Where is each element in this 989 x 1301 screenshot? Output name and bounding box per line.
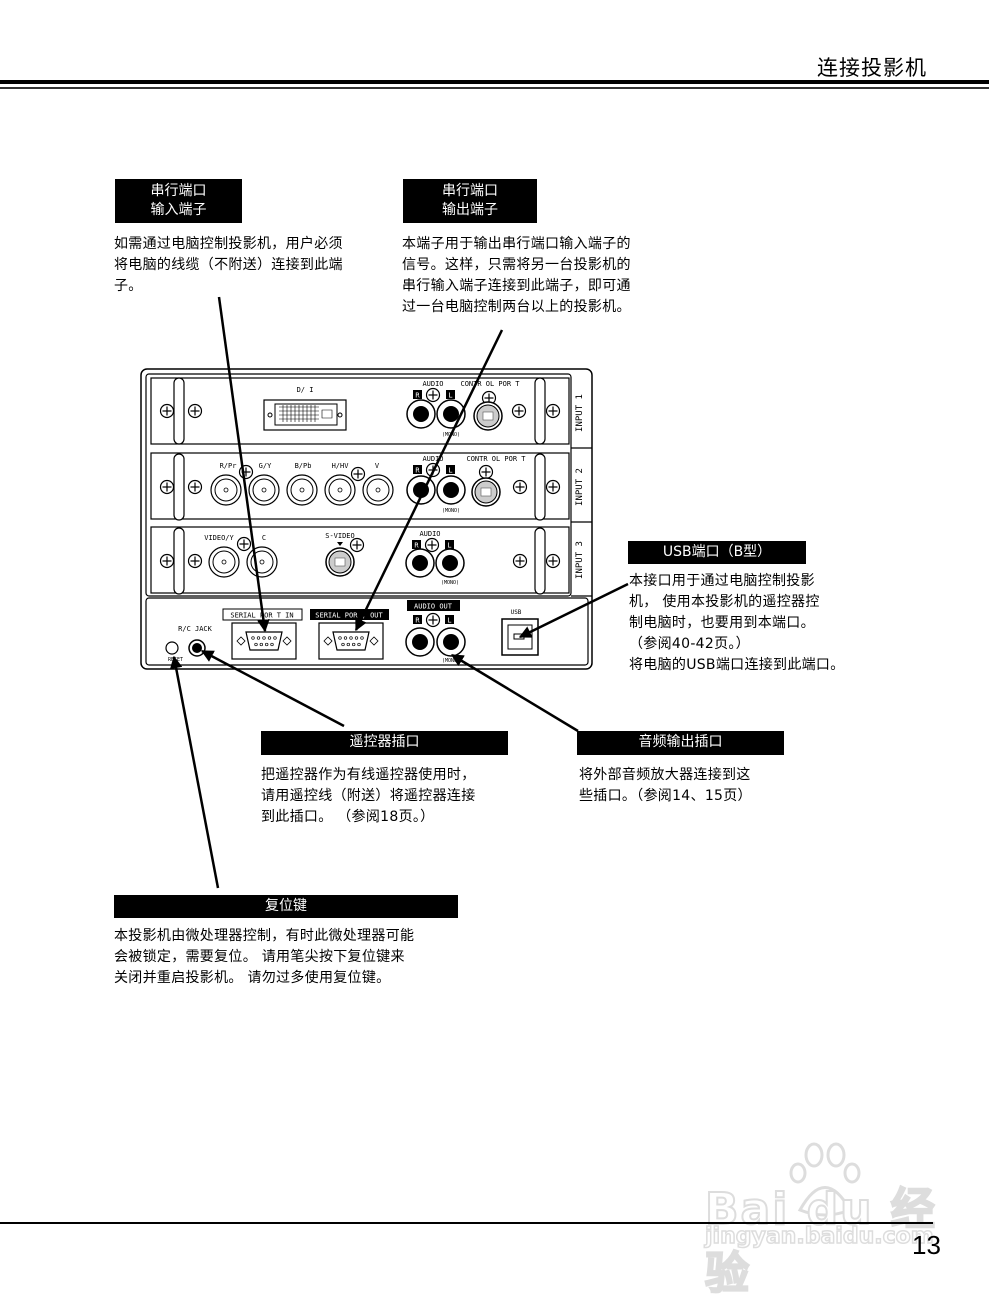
page-number: 13 <box>912 1230 941 1260</box>
input1-l-mark: L <box>448 392 452 400</box>
bnc-label-hhv: H/HV <box>332 462 350 470</box>
input1-audio-label: AUDIO <box>422 380 443 388</box>
bnc-v-port <box>362 474 394 506</box>
input2-l-mark: L <box>448 467 452 475</box>
bnc-label-v: V <box>375 462 380 470</box>
audio-out-l-jack <box>436 627 466 657</box>
audio-out-description: 将外部音频放大器连接到这 些插口。（参阅14、15页） <box>579 767 752 804</box>
audio-out-panel-label: AUDIO OUT <box>414 603 453 611</box>
input1-audio-r-jack <box>406 399 436 429</box>
header-rule-thin <box>0 87 989 89</box>
input3-audio-r-jack <box>405 548 435 578</box>
input3-tab: INPUT 3 <box>575 541 585 579</box>
video-y-label: VIDEO/Y <box>204 534 234 542</box>
c-port <box>246 546 278 578</box>
rc-jack-description: 把遥控器作为有线遥控器使用时， 请用遥控线（附送）将遥控器连接 到此插口。 （参… <box>261 767 476 825</box>
serial-out-description: 本端子用于输出串行端口输入端子的 信号。这样，只需将另一台投影机的 串行输入端子… <box>402 236 631 315</box>
rc-jack-label: 遥控器插口 <box>261 731 508 755</box>
input1-control-port-label: CONTR OL POR T <box>460 380 520 388</box>
dvi-label: D/ I <box>297 386 314 394</box>
header-rule-thick <box>0 80 989 84</box>
page-section-title: 连接投影机 <box>817 56 927 80</box>
svideo-port <box>325 547 355 577</box>
serial-out-panel-label: SERIAL POR , OUT <box>315 612 383 620</box>
input2-tab: INPUT 2 <box>575 468 585 506</box>
reset-description: 本投影机由微处理器控制，有时此微处理器可能 会被锁定，需要复位。 请用笔尖按下复… <box>114 928 415 986</box>
usb-port-label: USB端口（B型） <box>628 541 806 564</box>
serial-in-label: 串行端口 输入端子 <box>115 179 242 223</box>
audio-out-label: 音频输出插口 <box>577 731 784 755</box>
input3-r-mark: R <box>414 542 419 550</box>
serial-in-label-line2: 输入端子 <box>150 202 207 218</box>
rc-jack-panel-label: R/C JACK <box>178 625 213 633</box>
audio-out-r-mark: R <box>415 617 420 625</box>
svideo-label: S-VIDEO <box>325 532 355 540</box>
watermark-brand: Bai du 经验 <box>704 1183 937 1300</box>
serial-out-leader-arrow <box>354 329 504 632</box>
reset-leader-arrow <box>169 655 220 889</box>
bnc-gy-port <box>248 474 280 506</box>
serial-out-label-line1: 串行端口 <box>442 183 498 199</box>
serial-in-leader-arrow <box>217 296 270 633</box>
serial-out-port <box>318 622 384 660</box>
bnc-rpr-port <box>210 474 242 506</box>
baidu-watermark: Bai du 经验 jingyan.baidu.com <box>700 1130 960 1300</box>
c-label: C <box>262 534 266 542</box>
serial-out-label: 串行端口 输出端子 <box>403 179 537 223</box>
input2-r-mark: R <box>415 467 420 475</box>
serial-in-label-line1: 串行端口 <box>150 183 207 199</box>
footer-rule <box>0 1222 933 1224</box>
usb-panel-label: USB <box>511 609 522 616</box>
input2-audio-label: AUDIO <box>422 455 443 463</box>
input2-control-port <box>471 477 501 507</box>
reset-button <box>165 641 179 655</box>
bnc-hhv-port <box>324 474 356 506</box>
usb-port-description: 本接口用于通过电脑控制投影 机， 使用本投影机的遥控器控 制电脑时，也要用到本端… <box>629 573 845 673</box>
input1-control-port <box>473 401 503 431</box>
video-y-port <box>208 546 240 578</box>
bnc-label-bpb: B/Pb <box>295 462 312 470</box>
audio-out-r-jack <box>405 627 435 657</box>
serial-out-label-line2: 输出端子 <box>442 202 498 218</box>
input2-audio-l-jack <box>436 475 466 505</box>
input3-mono-label: (MONO) <box>441 580 459 586</box>
bnc-label-gy: G/Y <box>259 462 272 470</box>
reset-label: 复位键 <box>114 895 458 918</box>
input2-mono-label: (MONO) <box>442 508 460 514</box>
paw-logo-icon <box>789 1142 861 1217</box>
audio-out-l-mark: L <box>447 617 451 625</box>
input3-l-mark: L <box>447 542 451 550</box>
audio-out-leader-arrow <box>450 653 579 733</box>
input1-r-mark: R <box>415 392 420 400</box>
input1-tab: INPUT 1 <box>575 394 585 432</box>
input3-audio-l-jack <box>435 548 465 578</box>
input3-audio-label: AUDIO <box>419 530 440 538</box>
bnc-label-rpr: R/Pr <box>220 462 237 470</box>
watermark-url: jingyan.baidu.com <box>704 1223 934 1250</box>
input2-control-port-label: CONTR OL POR T <box>466 455 526 463</box>
input2-audio-r-jack <box>406 475 436 505</box>
usb-leader-arrow <box>518 582 629 639</box>
rc-jack-leader-arrow <box>200 649 345 728</box>
serial-in-description: 如需通过电脑控制投影机，用户必须 将电脑的线缆（不附送）连接到此端 子。 <box>114 236 343 294</box>
bnc-bpb-port <box>286 474 318 506</box>
